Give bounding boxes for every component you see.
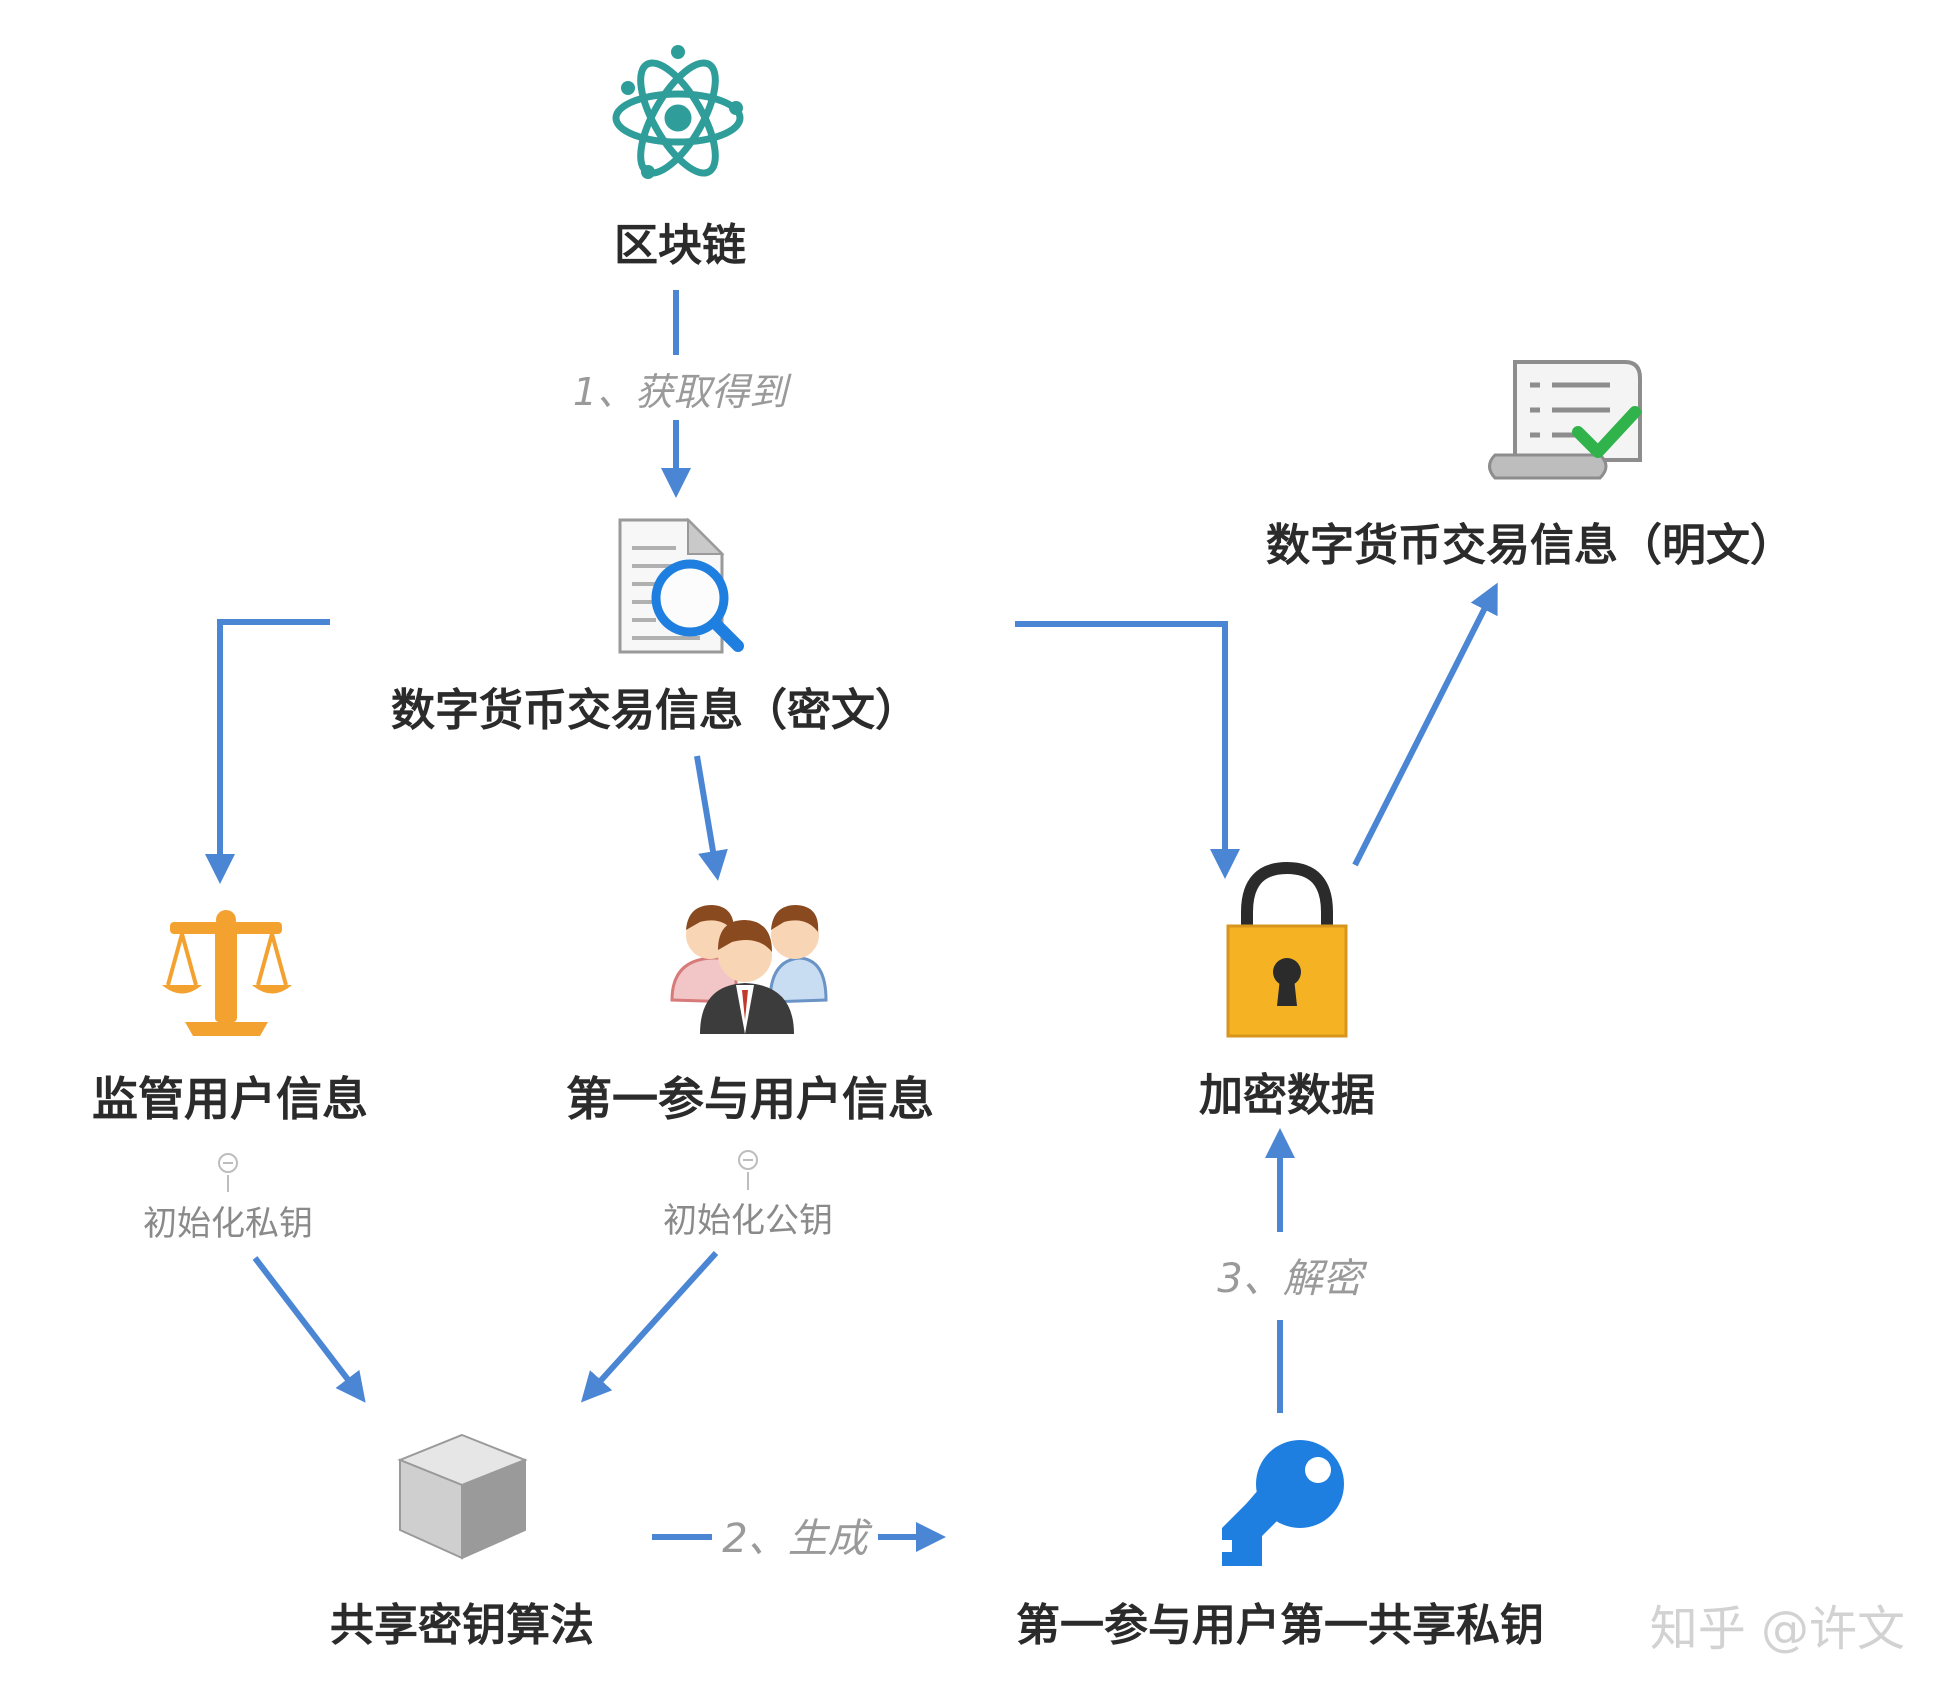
sub-label-init-private-key: 初始化私钥 [143,1204,313,1244]
node-labels: 区块链 数字货币交易信息（密文） 数字货币交易信息（明文） 监管用户信息 第一参… [92,220,1794,1651]
padlock-icon [1226,861,1348,1038]
users-group-icon [670,905,828,1034]
edge-label-generate: 2、生成 [722,1516,872,1562]
watermark: 知乎 @许文 [1650,1601,1905,1657]
cube-icon [397,1433,528,1560]
label-encrypted-data: 加密数据 [1199,1070,1375,1121]
label-plaintext: 数字货币交易信息（明文） [1266,520,1794,571]
arrow-regulator-to-algorithm [252,1256,366,1403]
document-search-icon [618,517,744,654]
label-first-user: 第一参与用户信息 [566,1072,934,1126]
arrow-ciphertext-to-encrypted [1015,621,1240,879]
scale-icon [162,910,292,1036]
arrow-first-user-to-algorithm [580,1250,719,1403]
arrow-encrypted-to-plaintext [1352,582,1498,867]
connector-pins [218,1150,758,1192]
arrow-ciphertext-to-regulator [205,619,330,884]
sub-label-init-public-key: 初始化公钥 [663,1201,833,1241]
checklist-scroll-icon [1488,360,1642,480]
label-blockchain: 区块链 [614,220,746,271]
arrow-ciphertext-to-first-user [694,755,728,881]
edge-label-obtain: 1、获取得到 [573,370,792,414]
label-ciphertext: 数字货币交易信息（密文） [391,685,919,736]
edge-label-decrypt: 3、解密 [1217,1256,1367,1302]
arrows [205,290,1498,1552]
label-shared-private-key: 第一参与用户第一共享私钥 [1016,1600,1544,1651]
atom-icon [612,45,744,179]
label-shared-key-algorithm: 共享密钥算法 [330,1600,594,1651]
edge-labels: 1、获取得到 2、生成 3、解密 初始化私钥 初始化公钥 [143,370,1368,1562]
label-regulator: 监管用户信息 [92,1072,368,1126]
key-icon [1222,1440,1344,1566]
